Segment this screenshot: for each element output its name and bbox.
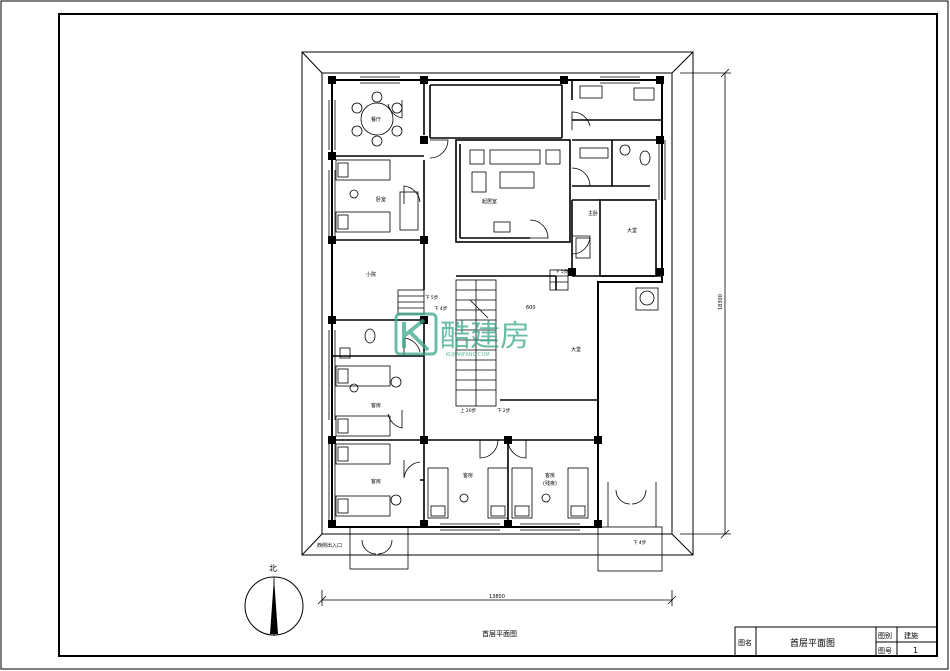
main-staircase [397,269,569,407]
north-arrow [244,576,304,636]
room-label-living: 起居室 [482,198,497,205]
level-mark-2: 下 5步 [425,295,439,301]
title-block [734,626,938,657]
living-furniture [339,85,659,506]
beds [335,159,589,519]
roof-outline [301,51,694,556]
exterior-windows [328,76,666,531]
dimension-lines [317,68,731,606]
title-block-category-label: 图别 [878,631,892,640]
title-block-number-label: 图号 [878,647,892,655]
title-block-name-value: 首层平面图 [790,637,835,649]
title-block-number-value: 1 [913,646,918,655]
room-label-guest-3: 客房 [463,472,473,479]
sheet-inner-frame [58,13,938,657]
level-mark-6: 下 4步 [633,540,647,546]
title-block-name-label: 图名 [738,638,752,647]
room-label-court: 小院 [366,271,376,278]
room-label-guest-1: 客房 [371,402,381,409]
level-mark-1: 下 5步 [555,269,569,275]
watermark-subtext: KUJIANFANG.COM [446,352,490,358]
room-label-guest-4-note: (残疾) [543,480,557,487]
watermark-logo [394,312,438,356]
room-label-hall-top: 大堂 [627,227,637,234]
side-door-note: 西侧出入口 [317,542,342,549]
watermark-text: 酷建房 [440,319,530,354]
dimension-width-label: 13800 [489,594,505,600]
room-label-bedroom: 卧室 [376,196,386,203]
room-label-dining: 餐厅 [371,116,381,123]
room-label-hall-main: 大堂 [571,346,581,353]
north-label: 北 [269,564,277,573]
dimension-height-label: 18300 [718,294,724,310]
interior-walls [332,80,662,527]
room-label-master: 主卧 [588,210,598,217]
doors [349,100,663,572]
level-mark-5: 下 2步 [497,408,511,414]
level-mark-3: 下 4步 [434,306,448,312]
stair-width-mark: 600 [526,305,536,311]
plan-title: 首层平面图 [482,629,517,638]
dining-table [351,91,403,147]
level-mark-4: 上 20步 [460,407,477,414]
title-block-category-value: 建施 [904,631,918,640]
room-label-guest-2: 客房 [371,478,381,485]
room-label-guest-4: 客房 [545,472,555,479]
